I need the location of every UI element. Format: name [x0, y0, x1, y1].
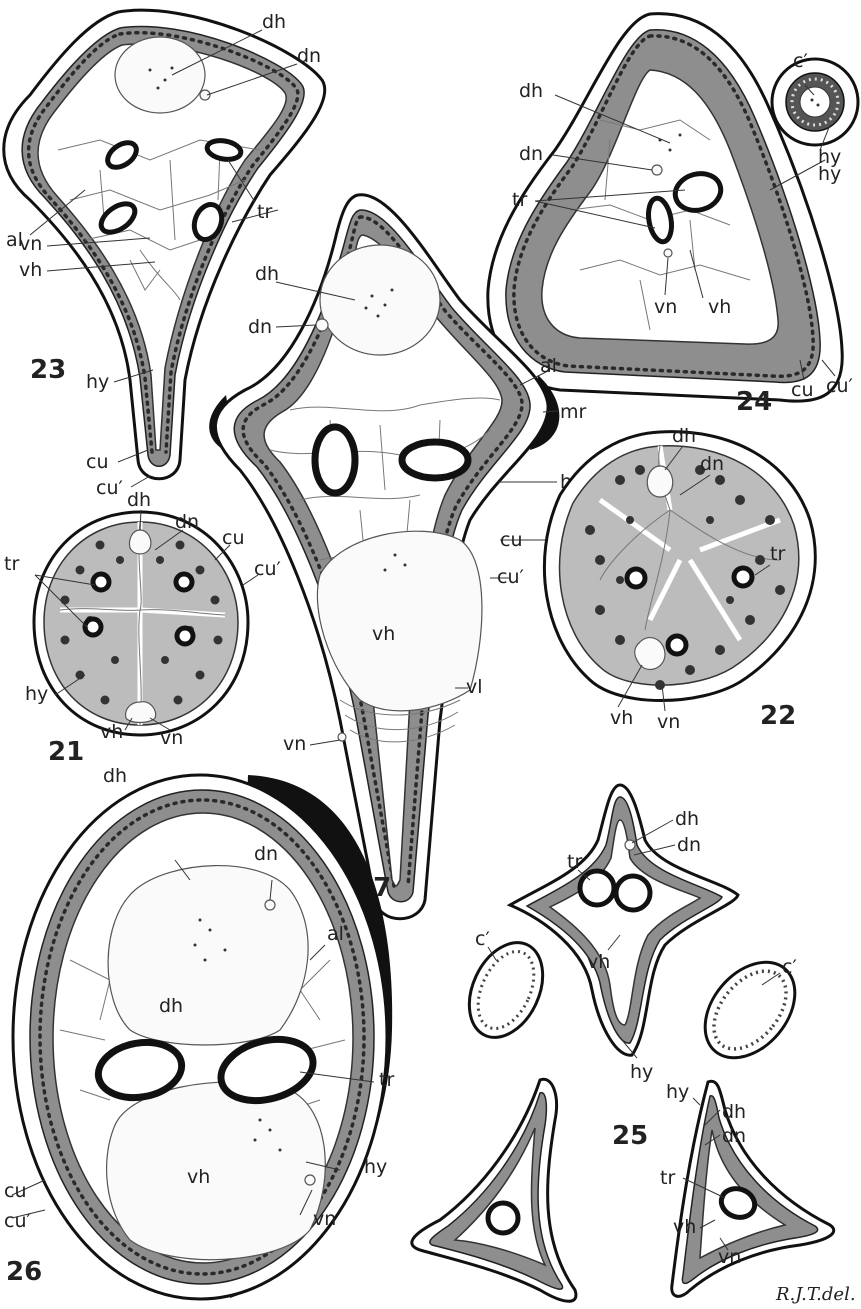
- fig22-label-vh: vh: [610, 707, 633, 729]
- figure-number-21: 21: [48, 737, 84, 767]
- fig23-label-dn: dn: [297, 45, 321, 67]
- figure-number-22: 22: [760, 701, 796, 731]
- fig26-label-vn: vn: [313, 1208, 336, 1230]
- fig26-label-cu-prime: cu′: [4, 1210, 31, 1232]
- fig23-label-vn: vn: [19, 233, 42, 255]
- fig21-label-cu: cu: [222, 527, 245, 549]
- fig27-label-al: al: [540, 355, 557, 377]
- fig22-label-dn: dn: [700, 453, 724, 475]
- fig21-label-tr: tr: [4, 553, 19, 575]
- fig26-label-hy: hy: [364, 1156, 387, 1178]
- fig21-section: dh dn cu cu′ tr hy vh vn 21: [4, 489, 281, 767]
- figure-number-24: 24: [736, 387, 772, 417]
- fig26-label-dn: dn: [254, 843, 278, 865]
- fig21-label-vh: vh: [100, 721, 123, 743]
- fig27-label-mr: mr: [560, 401, 587, 423]
- fig24-label-dh: dh: [519, 80, 543, 102]
- fig23-label-cu-prime: cu′: [96, 477, 123, 499]
- artist-signature: R.J.T.del.: [775, 1284, 856, 1305]
- fig25-label-dh: dh: [675, 808, 699, 830]
- fig24-label-vh: vh: [708, 296, 731, 318]
- fig23-label-cu: cu: [86, 451, 109, 473]
- fig22-section: dh dn tr vh vn 22: [544, 425, 815, 733]
- fig26-label-al: al: [327, 923, 344, 945]
- fig21-label-hy: hy: [25, 683, 48, 705]
- fig24-label-hy-ring: hy: [818, 146, 841, 168]
- fig26-label-tr: tr: [379, 1069, 394, 1091]
- fig24-label-vn: vn: [654, 296, 677, 318]
- fig21-label-dh: dh: [127, 489, 151, 511]
- fig25-section: dh dn tr vh hy c′ c′ hy dh dn tr vh vn 2…: [412, 785, 834, 1301]
- fig26-label-dh: dh: [159, 995, 183, 1017]
- fig25-label-vh-lower: vh: [673, 1216, 696, 1238]
- fig23-label-vh: vh: [19, 259, 42, 281]
- fig23-label-tr: tr: [257, 201, 272, 223]
- fig25-label-tr: tr: [567, 851, 582, 873]
- fig25-label-tr-lower: tr: [660, 1167, 675, 1189]
- fig26-label-cu: cu: [4, 1180, 27, 1202]
- fig21-label-cu-prime: cu′: [254, 558, 281, 580]
- figure-number-25: 25: [612, 1121, 648, 1151]
- fig27-label-cu: cu: [500, 529, 523, 551]
- fig25-label-hy-lower: hy: [666, 1081, 689, 1103]
- fig24-label-cu: cu: [791, 379, 814, 401]
- fig21-label-vn: vn: [160, 727, 183, 749]
- fig23-label-hy: hy: [86, 371, 109, 393]
- fig21-label-dn: dn: [175, 511, 199, 533]
- fig22-label-tr: tr: [770, 543, 785, 565]
- fig25-label-dn-lower: dn: [722, 1125, 746, 1147]
- fig25-label-dn: dn: [677, 834, 701, 856]
- fig25-label-vn-lower: vn: [718, 1246, 741, 1268]
- fig27-label-vn: vn: [283, 733, 306, 755]
- fig27-label-dn: dn: [248, 316, 272, 338]
- fig22-label-vn: vn: [657, 711, 680, 733]
- fig26-section: dh dn al dh tr hy vh vn cu cu′ 26: [4, 765, 394, 1299]
- fig24-label-tr: tr: [512, 189, 527, 211]
- fig25-label-hy: hy: [630, 1061, 653, 1083]
- figure-number-23: 23: [30, 355, 66, 385]
- fig24-label-c-prime: c′: [793, 50, 808, 72]
- fig24-label-cu-prime: cu′: [826, 375, 853, 397]
- fig25-label-vh: vh: [587, 951, 610, 973]
- fig27-label-cu-prime: cu′: [497, 566, 524, 588]
- fig26-label-vh: vh: [187, 1166, 210, 1188]
- fig27-label-vl: vl: [466, 676, 483, 698]
- fig27-label-dh: dh: [255, 263, 279, 285]
- fig25-label-dh-lower: dh: [722, 1101, 746, 1123]
- fig27-label-vh: vh: [372, 623, 395, 645]
- fig22-label-dh: dh: [672, 425, 696, 447]
- fig25-label-c-prime-right: c′: [782, 956, 797, 978]
- fig26-label-dh-top: dh: [103, 765, 127, 787]
- fig23-label-dh: dh: [262, 11, 286, 33]
- fig24-label-dn: dn: [519, 143, 543, 165]
- figure-number-26: 26: [6, 1257, 42, 1287]
- fig25-label-c-prime-left: c′: [475, 928, 490, 950]
